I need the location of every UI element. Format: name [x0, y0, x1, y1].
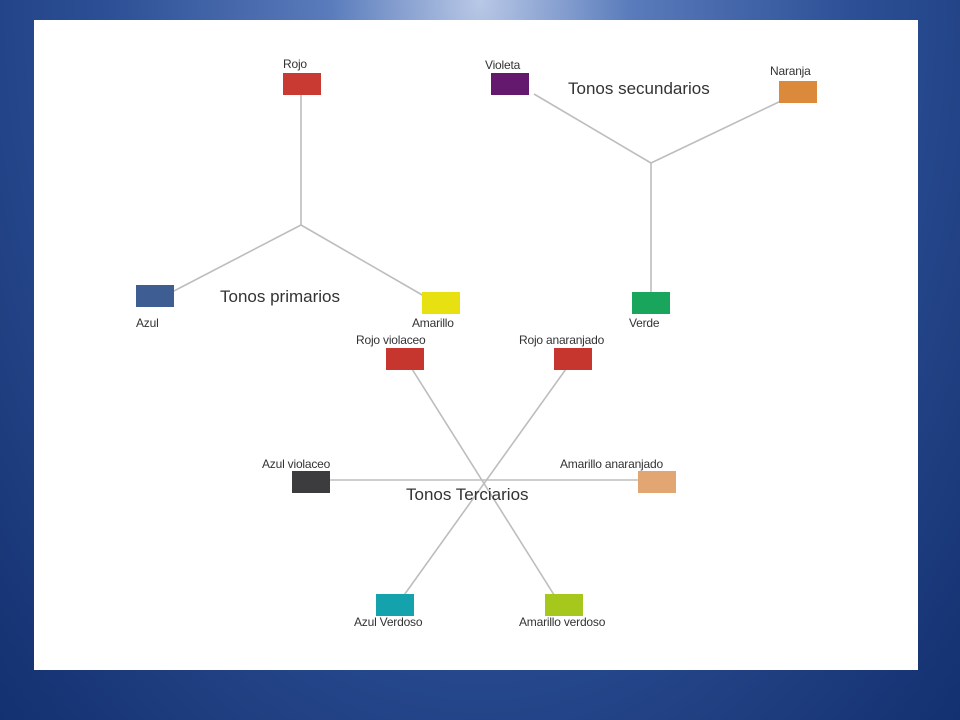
label-rojo: Rojo: [283, 57, 307, 71]
swatch-amarillo: [422, 292, 460, 314]
line-azul: [171, 224, 302, 293]
line-amarillo: [300, 224, 425, 297]
swatch-azul-verdoso: [376, 594, 414, 616]
label-azul-violaceo: Azul violaceo: [262, 457, 331, 471]
label-rojo-anaranjado: Rojo anaranjado: [519, 333, 605, 347]
label-verde: Verde: [629, 316, 660, 330]
swatch-naranja: [779, 81, 817, 103]
title-secondary: Tonos secundarios: [568, 79, 710, 98]
swatch-violeta: [491, 73, 529, 95]
line-rojo-anaranjado: [401, 368, 567, 599]
connector-lines: [171, 92, 784, 599]
label-amarillo: Amarillo: [412, 316, 454, 330]
line-violeta: [533, 93, 652, 164]
swatch-rojo-anaranjado: [554, 348, 592, 370]
diagram-panel: Rojo Azul Amarillo Tonos primarios Viole…: [34, 20, 918, 670]
swatch-rojo: [283, 73, 321, 95]
title-primary: Tonos primarios: [220, 287, 340, 306]
title-tertiary: Tonos Terciarios: [406, 485, 529, 504]
line-naranja: [650, 99, 784, 164]
swatch-azul: [136, 285, 174, 307]
swatch-azul-violaceo: [292, 471, 330, 493]
swatch-rojo-violaceo: [386, 348, 424, 370]
label-azul: Azul: [136, 316, 159, 330]
label-rojo-violaceo: Rojo violaceo: [356, 333, 426, 347]
swatch-amarillo-anaranjado: [638, 471, 676, 493]
label-amarillo-verdoso: Amarillo verdoso: [519, 615, 606, 629]
label-naranja: Naranja: [770, 64, 811, 78]
label-azul-verdoso: Azul Verdoso: [354, 615, 423, 629]
swatch-amarillo-verdoso: [545, 594, 583, 616]
label-amarillo-anaranjado: Amarillo anaranjado: [560, 457, 663, 471]
label-violeta: Violeta: [485, 58, 521, 72]
swatch-verde: [632, 292, 670, 314]
